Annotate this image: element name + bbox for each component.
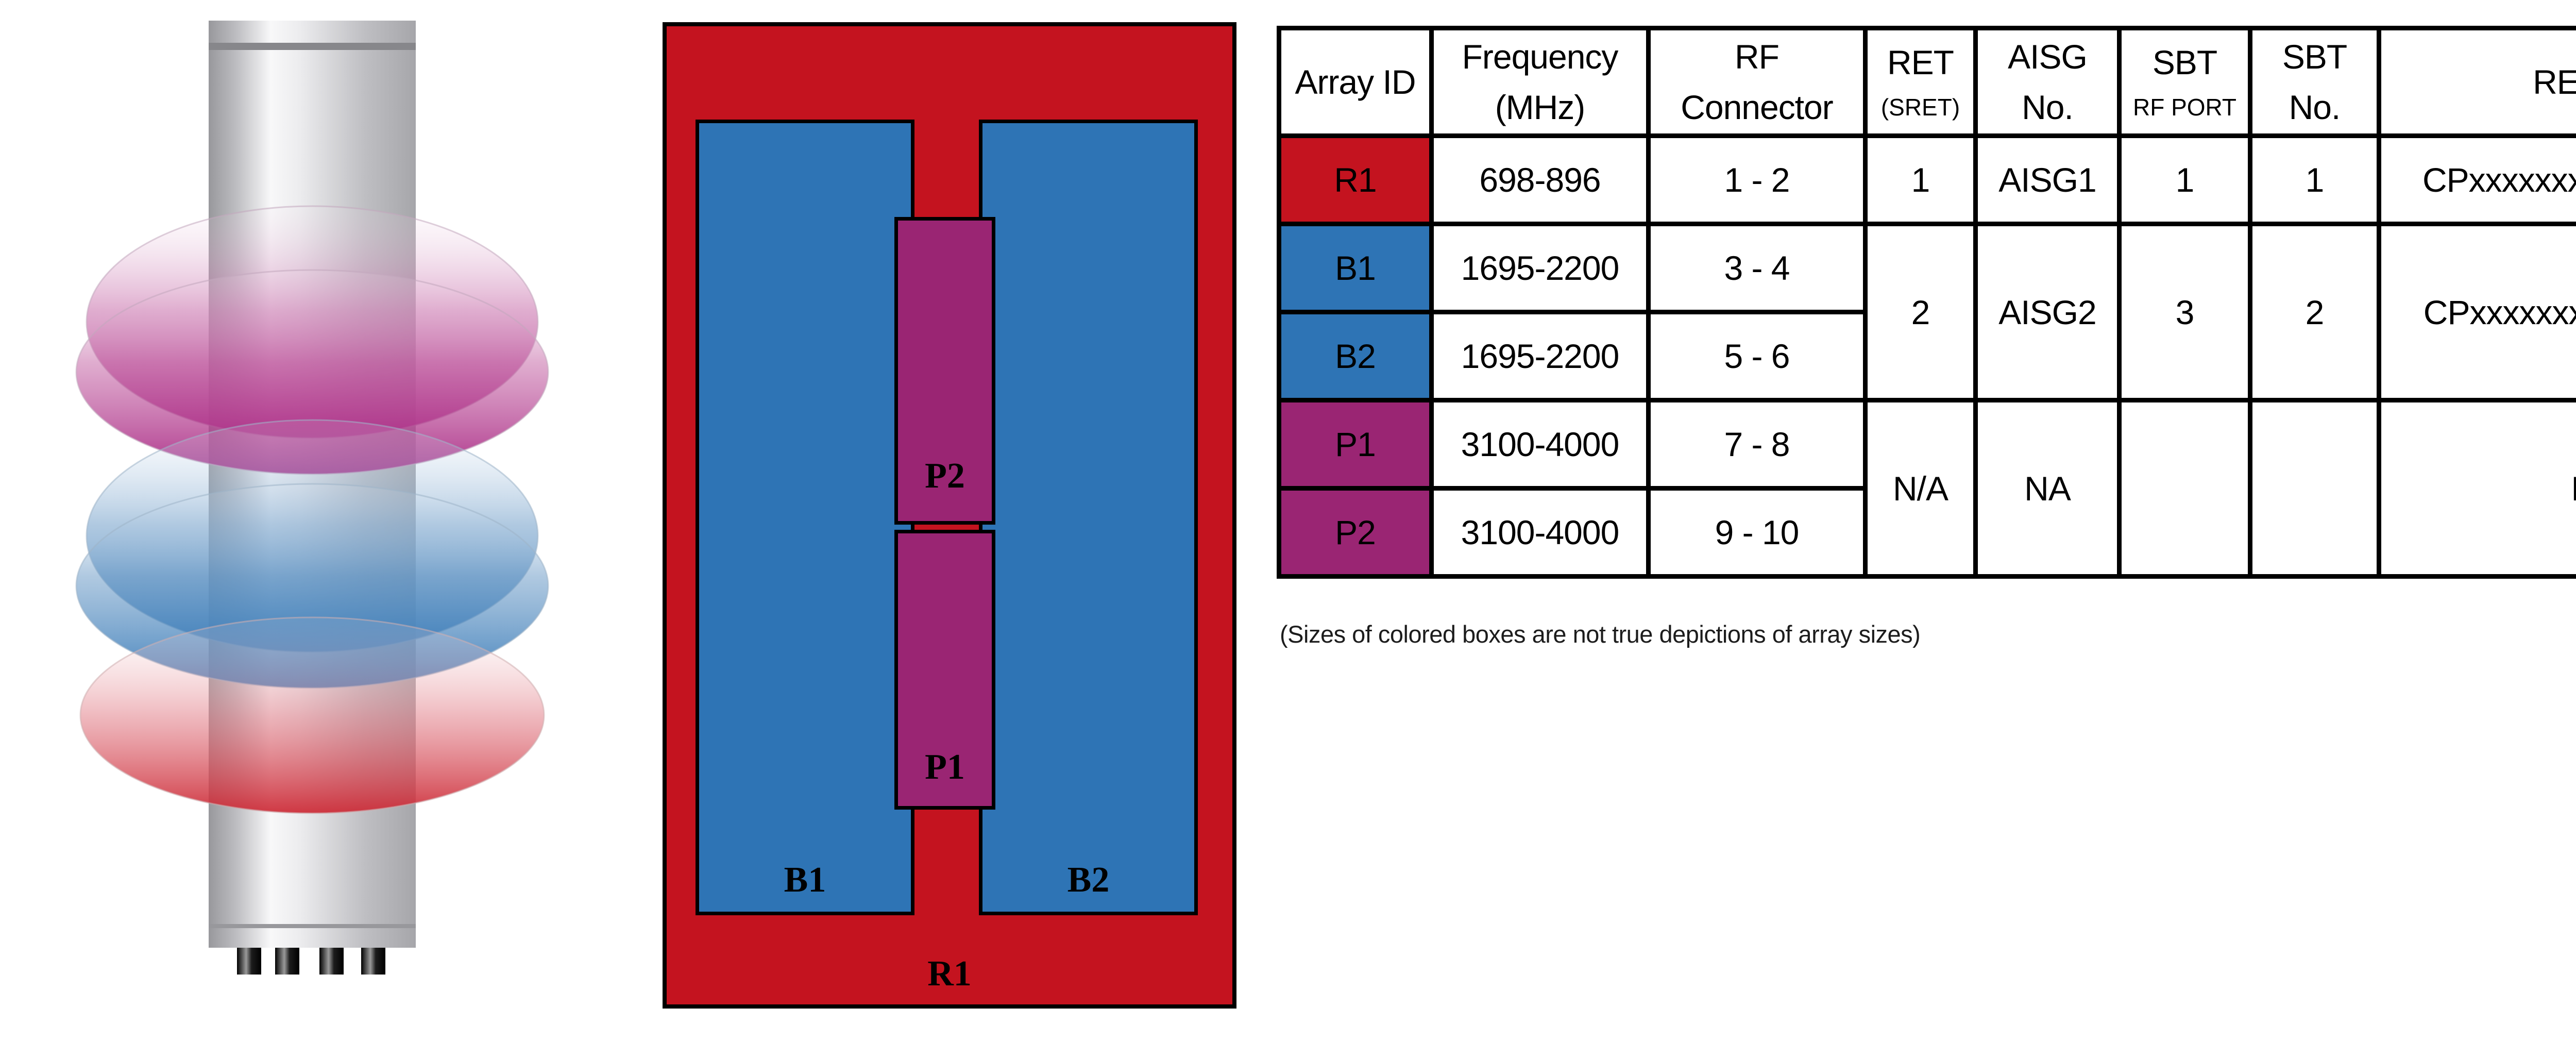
header-frequency: Frequency (MHz) bbox=[1429, 26, 1651, 138]
cell-ret-uid-merged: CPxxxxxxxxxxxxxxxxB1 bbox=[2377, 222, 2576, 402]
table-row-b1: B1 1695-2200 3 - 4 2 AISG2 3 2 CPxxxxxxx… bbox=[1277, 222, 2576, 402]
cylinder-bottom-band bbox=[209, 924, 416, 928]
table-row-r1: R1 698-896 1 - 2 1 AISG1 1 1 CPxxxxxxxxx… bbox=[1277, 133, 2576, 226]
header-text: Connector bbox=[1681, 88, 1834, 126]
header-ret-uid: RET UID bbox=[2377, 26, 2576, 138]
array-region-p1: P1 bbox=[894, 530, 995, 810]
header-text: (MHz) bbox=[1495, 88, 1586, 126]
header-text: RET UID bbox=[2533, 63, 2576, 101]
table-header-row: Array ID Frequency (MHz) RF Connector RET (… bbox=[1277, 26, 2576, 138]
table-row-p2: P2 3100-4000 9 - 10 bbox=[1277, 486, 2576, 579]
header-text: Array ID bbox=[1295, 63, 1416, 101]
cell-aisg-no: AISG1 bbox=[1973, 133, 2122, 226]
cell-frequency: 1695-2200 bbox=[1429, 222, 1651, 314]
header-text: RF PORT bbox=[2132, 94, 2237, 121]
array-region-p2: P2 bbox=[894, 217, 995, 525]
array-label-p2: P2 bbox=[925, 456, 965, 496]
connector-pin bbox=[275, 948, 299, 975]
header-text: No. bbox=[2022, 88, 2074, 126]
header-rf-connector: RF Connector bbox=[1646, 26, 1868, 138]
header-array-id: Array ID bbox=[1277, 26, 1434, 138]
cell-sbt-no-merged: 2 bbox=[2248, 222, 2381, 402]
connector-pin bbox=[237, 948, 261, 975]
cell-rf-connector: 9 - 10 bbox=[1646, 486, 1868, 579]
port-mapping-table: Array ID Frequency (MHz) RF Connector RET (… bbox=[1277, 26, 2576, 579]
cell-rf-connector: 1 - 2 bbox=[1646, 133, 1868, 226]
header-text: RF bbox=[1735, 38, 1780, 76]
array-size-disclaimer-note: (Sizes of colored boxes are not true dep… bbox=[1280, 620, 1921, 648]
cell-sbt-no-merged bbox=[2248, 398, 2381, 579]
array-label-p1: P1 bbox=[925, 747, 965, 787]
cell-array-id: B2 bbox=[1277, 310, 1434, 402]
array-region-b1: B1 bbox=[696, 120, 914, 915]
header-aisg-no: AISG No. bbox=[1973, 26, 2122, 138]
cell-aisg-no-merged: NA bbox=[1973, 398, 2122, 579]
table-row-b2: B2 1695-2200 5 - 6 bbox=[1277, 310, 2576, 402]
cell-ret: 1 bbox=[1863, 133, 1978, 226]
array-label-b2: B2 bbox=[1067, 860, 1110, 900]
header-text: RET bbox=[1887, 43, 1954, 81]
array-layout-diagram-r1-region: B1 B2 P2 P1 R1 bbox=[663, 22, 1236, 1009]
cell-ret-uid-merged: N/A bbox=[2377, 398, 2576, 579]
cell-sbt-rf-port-merged: 3 bbox=[2117, 222, 2252, 402]
header-sbt-no: SBT No. bbox=[2248, 26, 2381, 138]
cell-frequency: 3100-4000 bbox=[1429, 398, 1651, 491]
connector-pin bbox=[361, 948, 385, 975]
cell-sbt-rf-port-merged bbox=[2117, 398, 2252, 579]
antenna-illustration bbox=[75, 21, 549, 975]
array-label-b1: B1 bbox=[784, 860, 826, 900]
header-text: No. bbox=[2289, 88, 2341, 126]
cell-aisg-no-merged: AISG2 bbox=[1973, 222, 2122, 402]
header-text: AISG bbox=[2008, 38, 2088, 76]
header-sbt-rf-port: SBT RF PORT bbox=[2117, 26, 2252, 138]
header-text: SBT bbox=[2282, 38, 2347, 76]
cell-array-id: P1 bbox=[1277, 398, 1434, 491]
cell-sbt-no: 1 bbox=[2248, 133, 2381, 226]
red-beam-disc bbox=[79, 616, 545, 814]
cell-ret-merged: N/A bbox=[1863, 398, 1978, 579]
cell-frequency: 698-896 bbox=[1429, 133, 1651, 226]
cell-rf-connector: 3 - 4 bbox=[1646, 222, 1868, 314]
cell-frequency: 3100-4000 bbox=[1429, 486, 1651, 579]
header-text: SBT bbox=[2152, 43, 2217, 81]
cell-array-id: P2 bbox=[1277, 486, 1434, 579]
array-region-b2: B2 bbox=[979, 120, 1198, 915]
header-text: (SRET) bbox=[1880, 94, 1960, 121]
cell-array-id: R1 bbox=[1277, 133, 1434, 226]
cell-array-id: B1 bbox=[1277, 222, 1434, 314]
array-label-r1: R1 bbox=[927, 954, 972, 994]
table-row-p1: P1 3100-4000 7 - 8 N/A NA N/A bbox=[1277, 398, 2576, 579]
header-text: Frequency bbox=[1462, 38, 1619, 76]
cell-sbt-rf-port: 1 bbox=[2117, 133, 2252, 226]
cell-rf-connector: 7 - 8 bbox=[1646, 398, 1868, 491]
header-ret-sret: RET (SRET) bbox=[1863, 26, 1978, 138]
cell-rf-connector: 5 - 6 bbox=[1646, 310, 1868, 402]
cell-ret-merged: 2 bbox=[1863, 222, 1978, 402]
cylinder-top-band bbox=[209, 43, 416, 50]
connector-pin bbox=[319, 948, 344, 975]
cell-ret-uid: CPxxxxxxxxxxxxxxxxR1 bbox=[2377, 133, 2576, 226]
cell-frequency: 1695-2200 bbox=[1429, 310, 1651, 402]
